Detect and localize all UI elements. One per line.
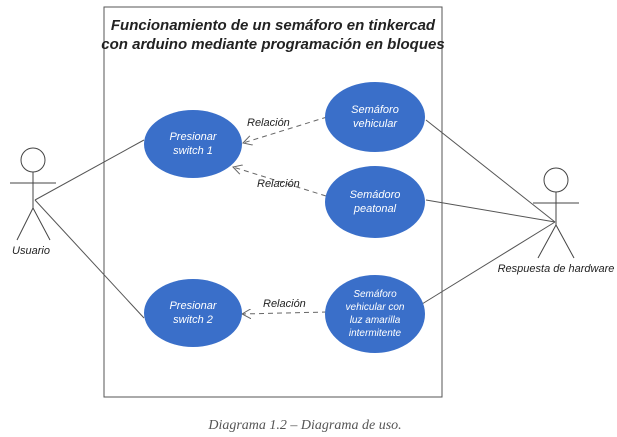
assoc-hardware-intermitente [421,221,556,305]
assoc-hardware-vehicular [425,119,556,223]
use-case-semaforo-intermitente: Semáforo vehicular con luz amarilla inte… [325,275,425,353]
use-case-label: intermitente [349,328,402,339]
assoc-usuario-switch-2 [34,199,145,319]
use-case-semaforo-vehicular: Semáforo vehicular [325,82,425,152]
figure-caption: Diagrama 1.2 – Diagrama de uso. [207,418,401,433]
diagram-title-line-2: con arduino mediante programación en blo… [101,36,444,53]
actor-hardware-label: Respuesta de hardware [498,263,615,275]
relation-arrow-2 [233,167,327,197]
use-case-label: Semáforo [351,104,399,116]
use-case-label: Presionar [169,131,217,143]
relation-label-2: Relación [257,178,300,190]
actor-usuario-icon [10,147,56,241]
use-case-presionar-switch-1: Presionar switch 1 [144,110,242,178]
use-case-label: vehicular con [346,302,405,313]
relation-label-1: Relación [247,117,290,129]
relation-arrow-1 [243,116,328,143]
use-case-label: peatonal [353,203,397,215]
diagram-title-line-1: Funcionamiento de un semáforo en tinkerc… [111,17,436,34]
use-case-semadoro-peatonal: Semádoro peatonal [325,166,425,238]
use-case-label: Semádoro [350,189,401,201]
relation-label-3: Relación [263,298,306,310]
use-case-label: switch 1 [173,145,213,157]
use-case-label: Semáforo [353,289,397,300]
use-case-label: luz amarilla [350,315,401,326]
actor-hardware-icon [533,167,579,259]
use-case-presionar-switch-2: Presionar switch 2 [144,279,242,347]
actor-usuario-label: Usuario [12,245,50,257]
use-case-label: switch 2 [173,314,213,326]
assoc-usuario-switch-1 [34,139,145,201]
use-case-label: vehicular [353,118,398,130]
use-case-label: Presionar [169,300,217,312]
assoc-hardware-peatonal [425,199,556,223]
